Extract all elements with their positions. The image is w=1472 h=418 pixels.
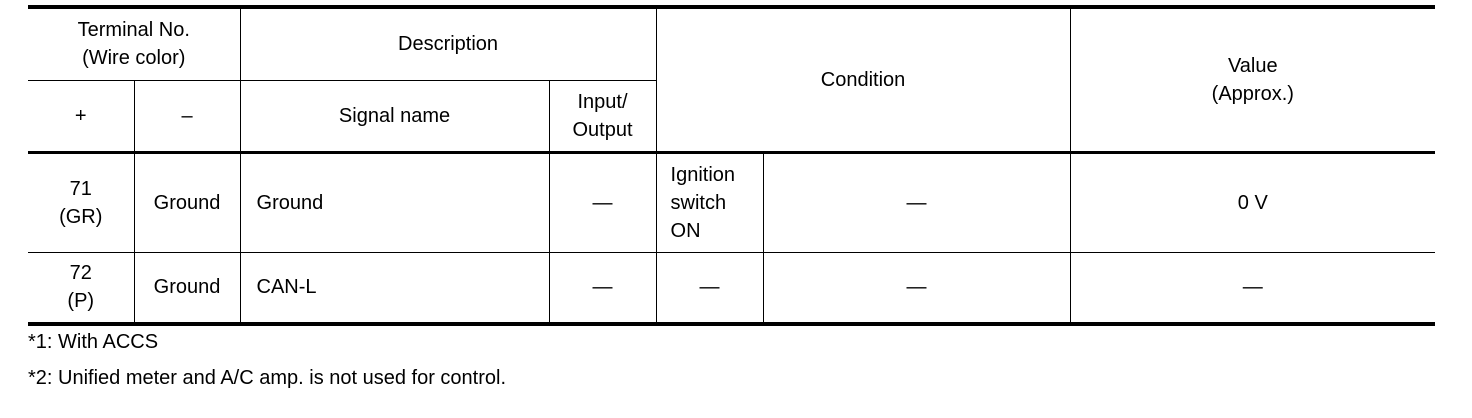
value-cell: 0 V	[1069, 151, 1436, 253]
signal-name-cell: CAN-L	[239, 251, 550, 326]
condition-cell-2: —	[762, 251, 1071, 326]
terminal-table-wrapper: Terminal No. (Wire color) Description Co…	[28, 5, 1436, 326]
wire-color: (P)	[67, 290, 95, 313]
input-output-header: Input/ Output	[548, 79, 657, 154]
description-label: Description	[398, 33, 499, 56]
signal-name-header: Signal name	[239, 79, 550, 154]
minus-cell: Ground	[133, 151, 241, 253]
minus-label: –	[181, 104, 193, 127]
condition-label: Condition	[820, 68, 906, 91]
value-cell: —	[1069, 251, 1436, 326]
value-header: Value (Approx.)	[1069, 5, 1436, 154]
footnote-1: *1: With ACCS	[28, 331, 159, 353]
footnote-2: *2: Unified meter and A/C amp. is not us…	[28, 367, 507, 389]
terminal-cell: 71 (GR)	[28, 151, 135, 253]
condition-cell-1: —	[655, 251, 764, 326]
terminal-table: Terminal No. (Wire color) Description Co…	[28, 5, 1436, 326]
wire-color: (GR)	[59, 205, 103, 228]
table-row: 71 (GR) Ground Ground — Ignition switch …	[28, 151, 1436, 253]
io-cell: —	[548, 251, 657, 326]
condition-line: ON	[670, 219, 701, 242]
terminal-number: 71	[69, 177, 92, 200]
condition-cell-2: —	[762, 151, 1071, 253]
footnotes: *1: With ACCS *2: Unified meter and A/C …	[28, 330, 506, 390]
condition-line: switch	[670, 191, 727, 214]
minus-cell: Ground	[133, 251, 241, 326]
output-label: Output	[572, 118, 633, 141]
plus-header: +	[28, 79, 135, 154]
input-label: Input/	[577, 90, 628, 113]
header-row-1: Terminal No. (Wire color) Description Co…	[28, 5, 1436, 154]
table-row: 72 (P) Ground CAN-L — — — —	[28, 251, 1436, 326]
description-header: Description	[239, 5, 657, 81]
wire-color-label: (Wire color)	[82, 47, 186, 70]
value-approx-label: (Approx.)	[1211, 82, 1294, 105]
terminal-no-label: Terminal No.	[77, 19, 190, 42]
signal-name-label: Signal name	[338, 104, 451, 127]
condition-line: Ignition	[670, 163, 736, 186]
io-cell: —	[548, 151, 657, 253]
header-row-2: + – Signal name Input/ Output	[28, 79, 1435, 154]
value-label: Value	[1227, 54, 1278, 77]
condition-cell-1: Ignition switch ON	[655, 151, 764, 253]
minus-header: –	[133, 79, 241, 154]
signal-name-cell: Ground	[239, 151, 550, 253]
terminal-no-header: Terminal No. (Wire color)	[28, 5, 241, 81]
terminal-cell: 72 (P)	[28, 251, 135, 326]
terminal-number: 72	[69, 262, 92, 285]
plus-label: +	[74, 104, 87, 127]
condition-header: Condition	[655, 5, 1071, 154]
